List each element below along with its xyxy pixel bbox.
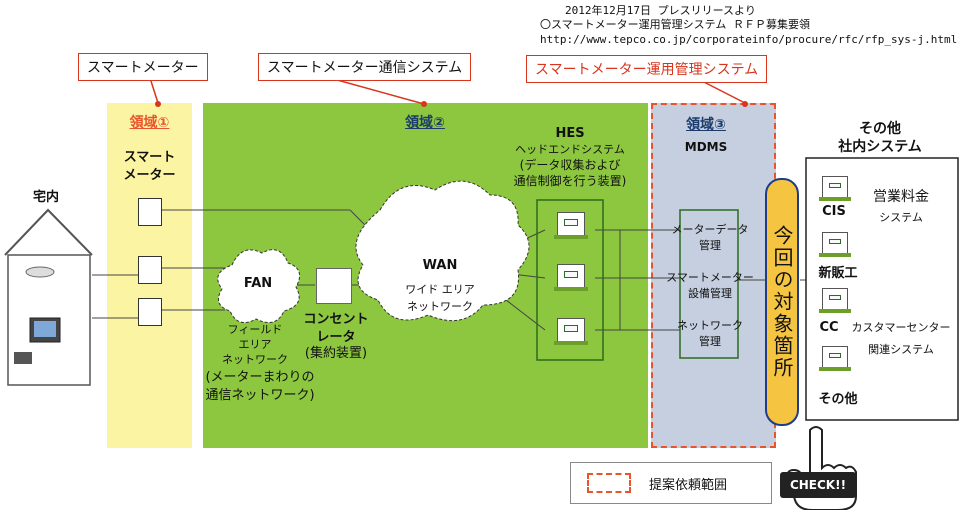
hes-server-3 <box>554 318 588 345</box>
callout3-pointer <box>699 79 746 104</box>
shinhanko-pc-icon <box>819 232 851 257</box>
fan-line3: ネットワーク <box>222 353 288 366</box>
mdms-item3-line1: ネットワーク <box>677 319 743 332</box>
hes-group <box>536 199 604 361</box>
cis-pc-icon <box>819 176 851 201</box>
hes-server-2 <box>554 264 588 291</box>
other-title-line1: その他 <box>859 121 901 137</box>
cc-desc-line2: 関連システム <box>868 343 934 356</box>
hes-line3: 通信制御を行う装置) <box>513 174 627 188</box>
zone1-title-line1: スマート <box>123 150 176 165</box>
check-hand-icon: CHECK!! <box>780 420 870 511</box>
source-url[interactable]: http://www.tepco.co.jp/corporateinfo/pro… <box>540 33 958 46</box>
fan-line5: 通信ネットワーク) <box>205 388 315 403</box>
target-area: 今回の対象箇所 <box>765 178 799 426</box>
eigyo-line2: システム <box>879 211 923 224</box>
concentrator-line1: コンセント <box>303 312 369 327</box>
zone1-label: 領域① <box>129 115 170 131</box>
sonota-pc-icon <box>819 346 851 371</box>
wan-line2: ネットワーク <box>407 300 473 313</box>
wan-title: WAN <box>422 258 458 273</box>
check-label: CHECK!! <box>780 472 856 498</box>
smart-meter-1 <box>138 198 162 226</box>
fan-title: FAN <box>243 276 273 291</box>
smart-meter-2 <box>138 256 162 284</box>
mdms-item3-line2: 管理 <box>699 335 721 348</box>
eigyo-line1: 営業料金 <box>873 189 929 205</box>
other-title-line2: 社内システム <box>838 139 922 155</box>
mdms-item2-line1: スマートメーター <box>666 271 754 284</box>
fan-line4: (メーターまわりの <box>205 370 315 385</box>
mdms-item1-line2: 管理 <box>699 239 721 252</box>
hes-line1: ヘッドエンドシステム <box>515 143 625 156</box>
legend-swatch <box>587 473 631 493</box>
home-label: 宅内 <box>32 190 59 205</box>
phone-icon <box>14 352 32 364</box>
callout1-pointer <box>149 77 159 104</box>
hes-title: HES <box>555 126 585 141</box>
hes-line2: (データ収集および <box>519 158 621 172</box>
callout2-pointer <box>329 77 425 105</box>
callout-comm-system: スマートメーター通信システム <box>258 53 472 81</box>
sonota-label: その他 <box>818 392 858 407</box>
house-roof <box>4 208 93 256</box>
smart-meter-3 <box>138 298 162 326</box>
zone3-area <box>651 103 776 448</box>
hes-server-1 <box>554 212 588 239</box>
source-line-2: 〇スマートメーター運用管理システム ＲＦＰ募集要領 <box>540 18 810 31</box>
fan-line2: エリア <box>238 338 272 351</box>
concentrator-line2: レータ <box>316 330 356 345</box>
wan-line1: ワイド エリア <box>405 283 475 296</box>
mdms-item2-line2: 設備管理 <box>688 287 732 300</box>
concentrator-line3: (集約装置) <box>304 346 368 361</box>
mdms-item1-line1: メーターデータ <box>671 223 749 236</box>
zone1-title-line2: メーター <box>123 168 176 183</box>
concentrator-icon <box>316 268 352 304</box>
cc-pc-icon <box>819 288 851 313</box>
cc-label: CC <box>819 320 839 335</box>
wan-cloud <box>355 180 530 322</box>
mdms-group <box>679 209 739 359</box>
callout-ops-system: スマートメーター運用管理システム <box>526 55 768 83</box>
target-text: 今回の対象箇所 <box>770 225 794 379</box>
light-icon <box>25 266 55 278</box>
fan-line1: フィールド <box>227 323 283 336</box>
mdms-title: MDMS <box>684 140 728 154</box>
fan-cloud <box>217 249 301 324</box>
callout-smart-meter: スマートメーター <box>78 53 208 81</box>
zone2-label: 領域② <box>405 115 445 131</box>
cc-desc-line1: カスタマーセンター <box>851 321 951 334</box>
cis-label: CIS <box>822 204 846 219</box>
shinhanko-label: 新販工 <box>818 266 858 281</box>
legend: 提案依頼範囲 <box>570 462 772 504</box>
zone3-label: 領域③ <box>686 117 726 133</box>
legend-label: 提案依頼範囲 <box>649 477 728 493</box>
source-line-1: 2012年12月17日 プレスリリースより <box>565 4 756 17</box>
